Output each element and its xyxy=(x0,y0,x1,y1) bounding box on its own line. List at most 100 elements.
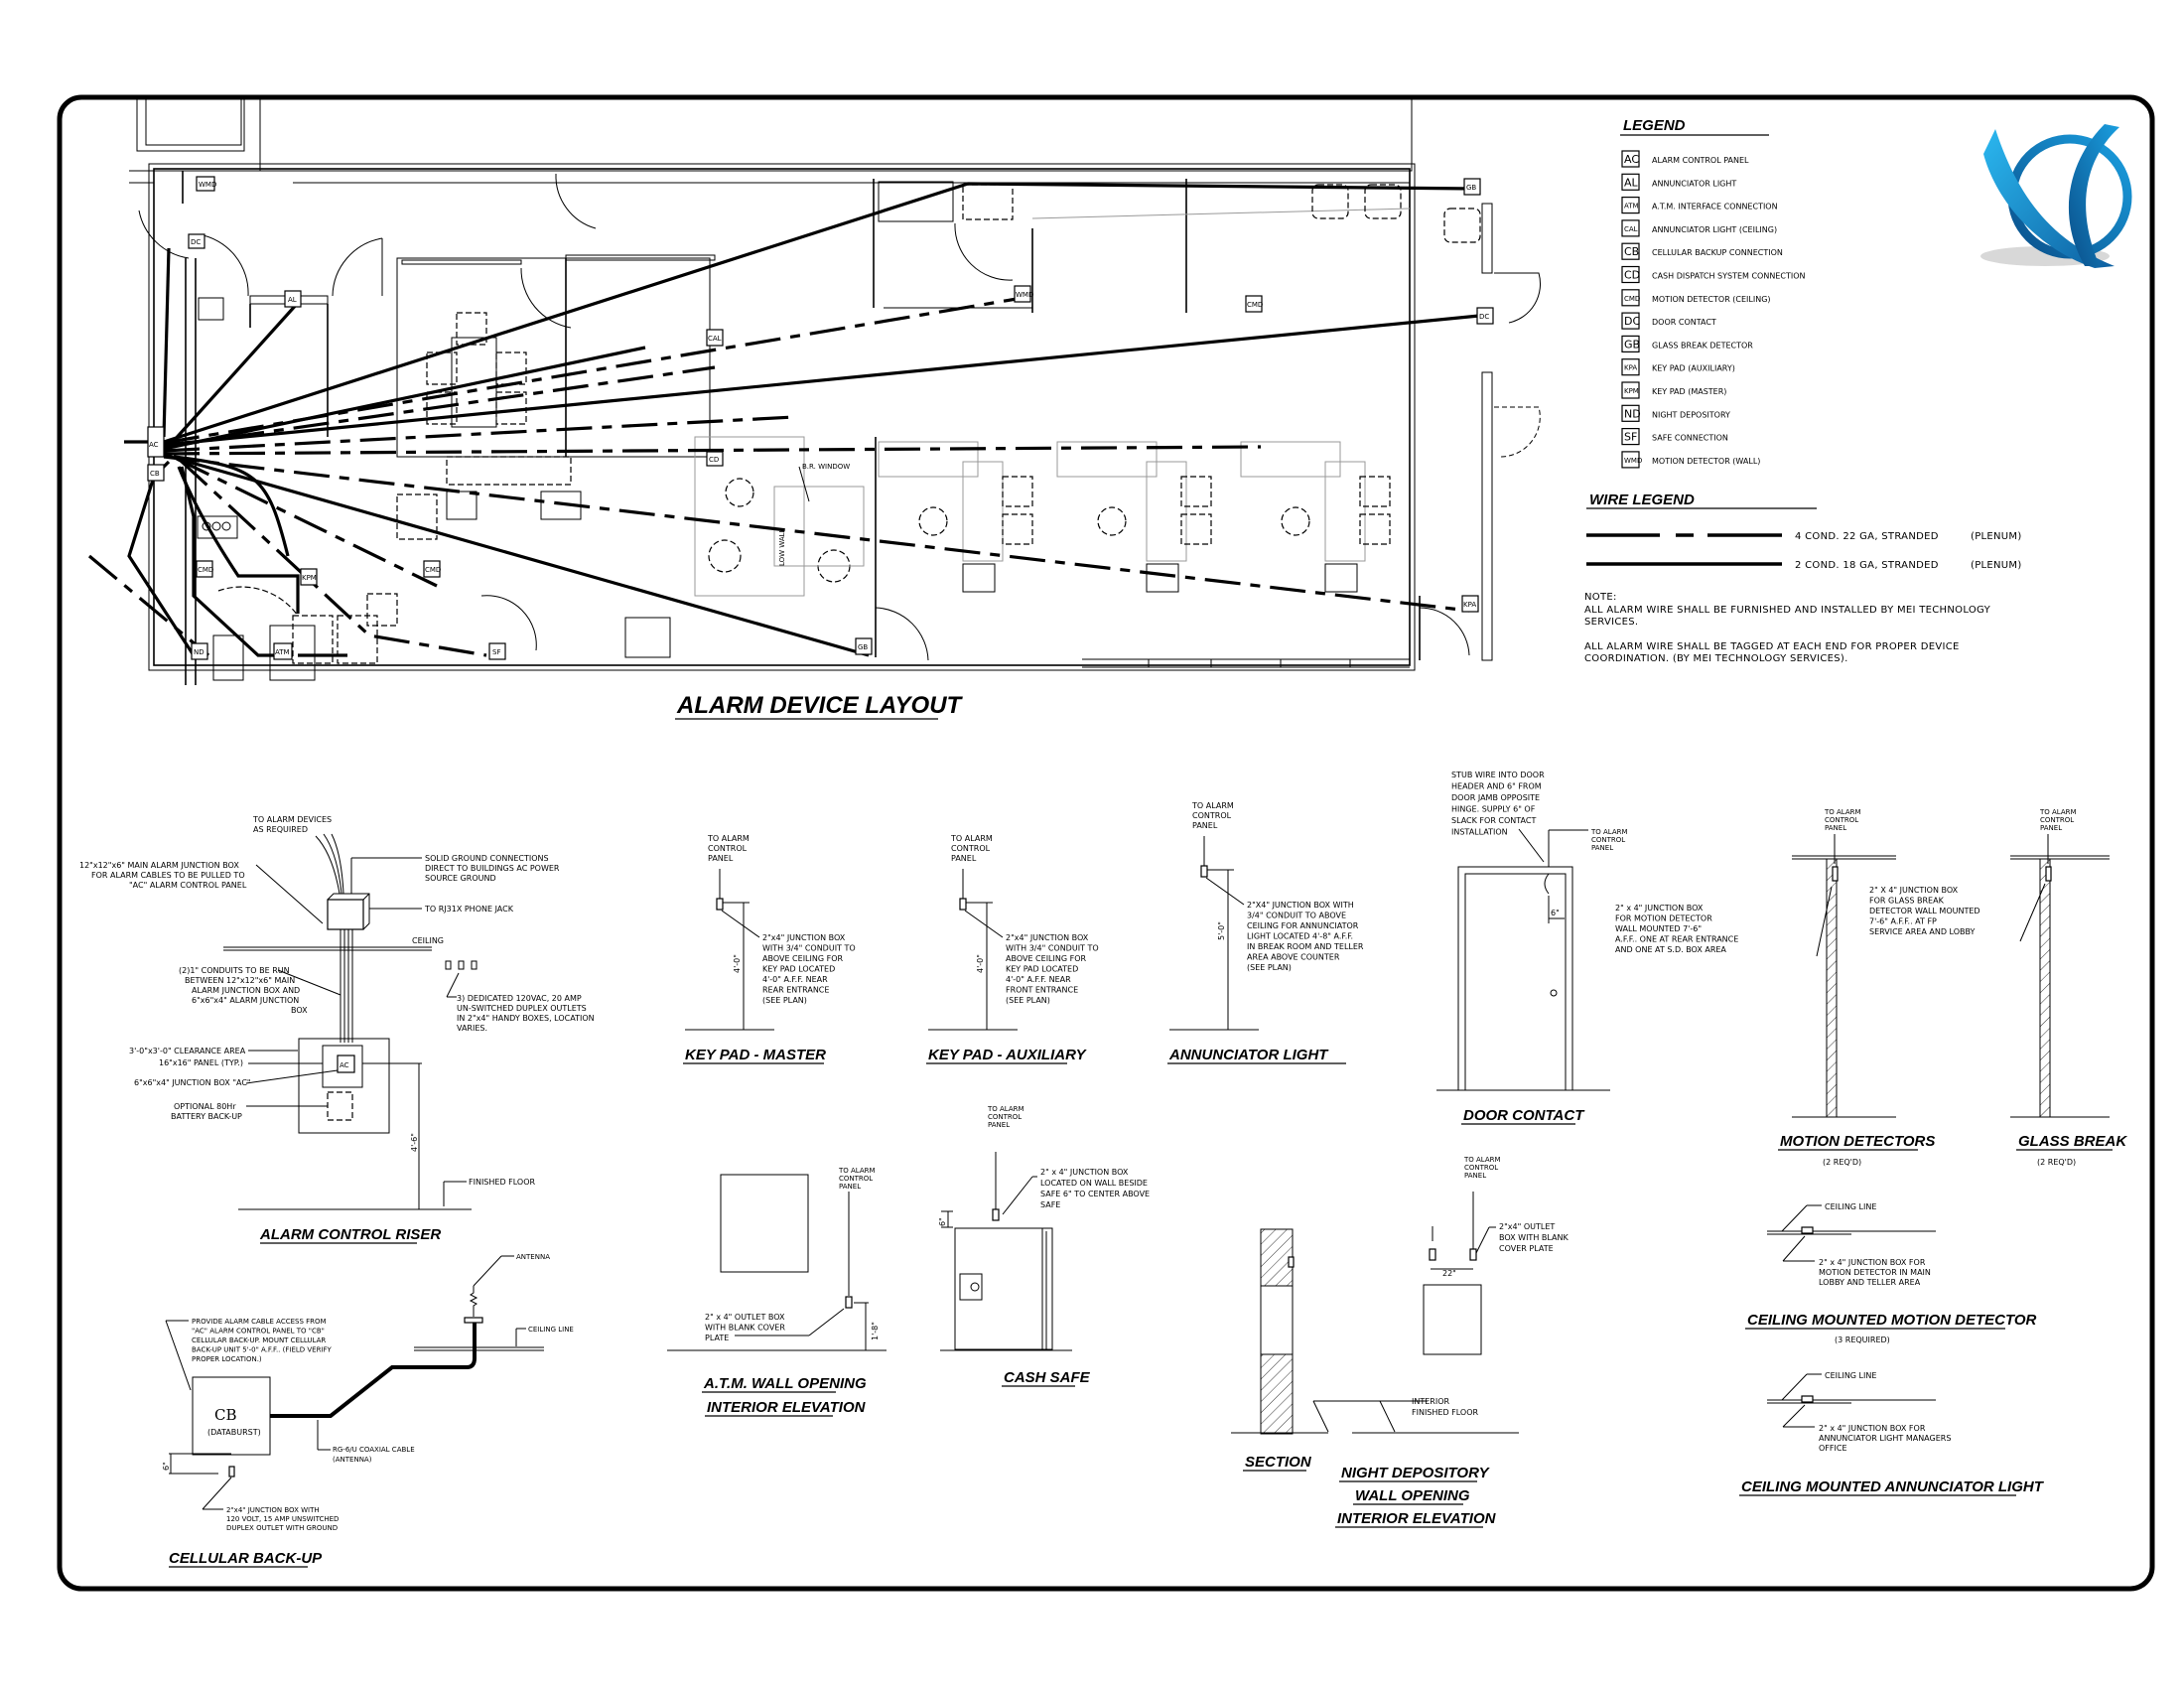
annunciator-dim: 5'-0" xyxy=(1217,921,1226,940)
cash-safe-note-2: LOCATED ON WALL BESIDE xyxy=(1040,1179,1148,1188)
notes-title: NOTE: xyxy=(1584,592,1617,603)
legend-label: DOOR CONTACT xyxy=(1652,318,1716,327)
door-contact-title: DOOR CONTACT xyxy=(1463,1107,1585,1124)
atm-to-panel-2: CONTROL xyxy=(839,1175,873,1183)
note-2-line-1: ALL ALARM WIRE SHALL BE TAGGED AT EACH E… xyxy=(1584,641,1960,652)
legend-tag: AL xyxy=(1624,176,1639,189)
atm-title-1: A.T.M. WALL OPENING xyxy=(703,1375,867,1392)
cellular-note-2: "AC" ALARM CONTROL PANEL TO "CB" xyxy=(192,1328,325,1336)
keypad_master-note-7: (SEE PLAN) xyxy=(762,996,807,1005)
annunciator-note-3: CEILING FOR ANNUNCIATOR xyxy=(1247,921,1359,930)
riser-battery-1: OPTIONAL 80Hr xyxy=(174,1102,236,1111)
door-contact-note-4: HINGE. SUPPLY 6" OF xyxy=(1451,805,1536,814)
device-cal: CAL xyxy=(706,329,724,347)
device-nd: ND xyxy=(191,642,208,660)
glass-break-sub: (2 REQ'D) xyxy=(2037,1158,2076,1167)
riser-phone-jack: TO RJ31X PHONE JACK xyxy=(424,905,514,914)
svg-text:KPM: KPM xyxy=(302,574,317,582)
annunciator-note-5: IN BREAK ROOM AND TELLER xyxy=(1247,942,1364,951)
device-ac: AC xyxy=(147,426,165,458)
wire-2cond-note: (PLENUM) xyxy=(1971,560,2022,571)
annunciator-note-6: AREA ABOVE COUNTER xyxy=(1247,953,1340,962)
riser-ground-1: SOLID GROUND CONNECTIONS xyxy=(425,854,549,863)
night-dep-floor-2: FINISHED FLOOR xyxy=(1412,1408,1479,1417)
night-dep-note-1: 2"x4" OUTLET xyxy=(1499,1222,1555,1231)
svg-text:CMD: CMD xyxy=(425,566,441,574)
keypad_aux-note-2: WITH 3/4" CONDUIT TO xyxy=(1006,944,1099,953)
cash-safe-to-panel-3: PANEL xyxy=(988,1121,1010,1129)
riser-battery-2: BATTERY BACK-UP xyxy=(171,1112,242,1121)
legend-label: NIGHT DEPOSITORY xyxy=(1652,410,1730,419)
legend-tag: AC xyxy=(1624,153,1639,166)
cellular-note-4: BACK-UP UNIT 5'-0" A.F.F.. (FIELD VERIFY xyxy=(192,1346,333,1354)
device-dc-1: DC xyxy=(188,233,205,249)
legend-tag: CMD xyxy=(1624,295,1640,303)
legend-label: A.T.M. INTERFACE CONNECTION xyxy=(1652,203,1778,211)
legend-item-cal: CAL ANNUNCIATOR LIGHT (CEILING) xyxy=(1621,219,1777,237)
svg-text:ND: ND xyxy=(194,648,205,656)
ceiling-annunciator-note-1: 2" x 4" JUNCTION BOX FOR xyxy=(1819,1424,1926,1433)
svg-text:CMD: CMD xyxy=(1247,301,1263,309)
keypad_master-note-6: REAR ENTRANCE xyxy=(762,986,829,995)
night-dep-title-1: NIGHT DEPOSITORY xyxy=(1341,1465,1491,1481)
cellular-coax-2: (ANTENNA) xyxy=(333,1456,372,1464)
device-atm: ATM xyxy=(273,642,293,660)
riser-outlets-4: VARIES. xyxy=(457,1024,487,1033)
detail-atm-wall-opening: 1'-8" xyxy=(667,1174,887,1351)
motion-note-2: FOR MOTION DETECTOR xyxy=(1615,914,1712,923)
device-cmd-3: CMD xyxy=(1245,295,1263,313)
night-dep-to-panel-1: TO ALARM xyxy=(1463,1156,1501,1164)
legend-title: LEGEND xyxy=(1623,117,1686,134)
device-al: AL xyxy=(284,290,302,308)
annunciator-to-panel-3: PANEL xyxy=(1192,821,1218,830)
glass-break-note-1: 2" X 4" JUNCTION BOX xyxy=(1869,886,1959,895)
keypad_master-note-3: ABOVE CEILING FOR xyxy=(762,954,843,963)
motion-note-5: AND ONE AT S.D. BOX AREA xyxy=(1615,945,1726,954)
cellular-antenna: ANTENNA xyxy=(516,1253,550,1261)
atm-note-3: PLATE xyxy=(705,1334,729,1342)
svg-text:CB: CB xyxy=(150,470,160,478)
legend-tag: CAL xyxy=(1624,225,1638,233)
cash-safe-to-panel-1: TO ALARM xyxy=(987,1105,1024,1113)
riser-outlets-3: IN 2"x4" HANDY BOXES, LOCATION xyxy=(457,1014,595,1023)
svg-text:GB: GB xyxy=(1466,184,1476,192)
atm-dim: 1'-8" xyxy=(871,1322,880,1340)
note-1-line-1: ALL ALARM WIRE SHALL BE FURNISHED AND IN… xyxy=(1584,605,1991,616)
ceiling-motion-note-1: 2" x 4" JUNCTION BOX FOR xyxy=(1819,1258,1926,1267)
riser-conduits-2: BETWEEN 12"x12"x6" MAIN xyxy=(185,976,295,985)
night-dep-dim: 22" xyxy=(1442,1269,1456,1278)
riser-conduits-4: 6"x6"x4" ALARM JUNCTION xyxy=(192,996,299,1005)
cash-safe-note-1: 2" x 4" JUNCTION BOX xyxy=(1040,1168,1129,1177)
riser-main-box-2: FOR ALARM CABLES TO BE PULLED TO xyxy=(91,871,245,880)
main-title: ALARM DEVICE LAYOUT xyxy=(676,692,964,719)
legend-label: ANNUNCIATOR LIGHT (CEILING) xyxy=(1652,225,1777,234)
motion-note-3: WALL MOUNTED 7'-6" xyxy=(1615,924,1702,933)
device-cb: CB xyxy=(147,464,165,482)
cash-safe-dim: 6" xyxy=(938,1217,947,1226)
keypad_aux-note-3: ABOVE CEILING FOR xyxy=(1006,954,1086,963)
door-contact-note-1: STUB WIRE INTO DOOR xyxy=(1451,771,1545,779)
riser-main-box-1: 12"x12"x6" MAIN ALARM JUNCTION BOX xyxy=(79,861,239,870)
ceiling-motion-sub: (3 REQUIRED) xyxy=(1835,1336,1890,1344)
note-2-line-2: COORDINATION. (BY MEI TECHNOLOGY SERVICE… xyxy=(1584,653,1848,664)
night-dep-to-panel-3: PANEL xyxy=(1464,1172,1486,1180)
svg-text:CMD: CMD xyxy=(198,566,213,574)
teller-stations xyxy=(878,441,1391,593)
svg-text:WMD: WMD xyxy=(1016,291,1033,299)
cash-safe-title: CASH SAFE xyxy=(1004,1369,1091,1386)
cellular-jbox-2: 120 VOLT, 15 AMP UNSWITCHED xyxy=(226,1515,339,1523)
detail-cellular-backup: CB (DATABURST) 6" CELLULAR BACK-UP xyxy=(162,1255,544,1568)
detail-glass-break xyxy=(2010,834,2110,1118)
riser-ceiling: CEILING xyxy=(412,936,444,945)
keypad_aux-dim: 4'-0" xyxy=(976,954,985,973)
riser-title: ALARM CONTROL RISER xyxy=(259,1226,441,1243)
motion-sub: (2 REQ'D) xyxy=(1823,1158,1861,1167)
cellular-note-3: CELLULAR BACK-UP. MOUNT CELLULAR xyxy=(192,1336,326,1344)
motion-note-1: 2" x 4" JUNCTION BOX xyxy=(1615,904,1704,913)
legend-tag: CB xyxy=(1624,245,1639,258)
device-gb-1: GB xyxy=(855,637,873,655)
